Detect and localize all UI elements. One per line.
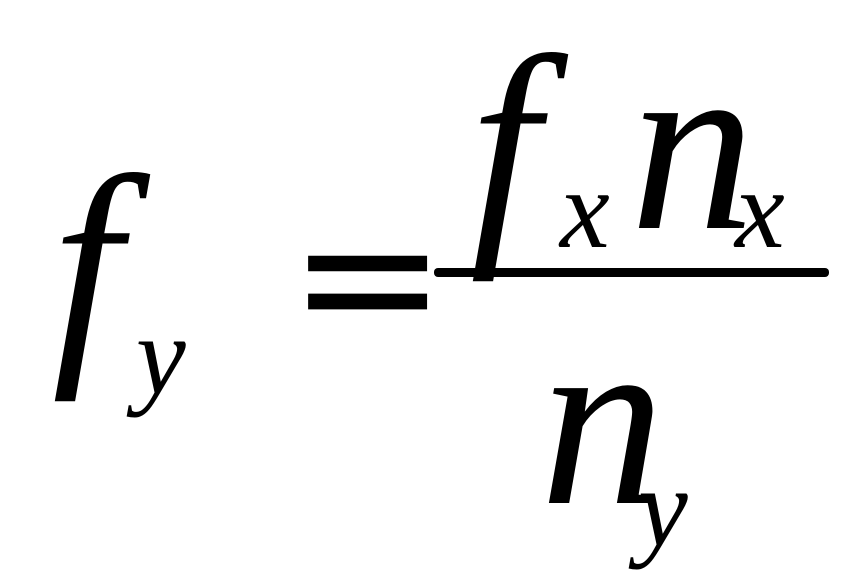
fraction-bar (434, 268, 829, 277)
numerator-f: f (470, 6, 540, 283)
denominator-n: n (540, 281, 665, 558)
denominator-n-subscript: y (638, 446, 688, 570)
numerator-f-subscript: x (560, 148, 610, 272)
lhs-base: f (52, 126, 122, 403)
lhs-subscript: y (136, 294, 186, 418)
numerator-n-subscript: x (735, 148, 785, 272)
equals-sign: = (288, 166, 448, 387)
numerator-n: n (630, 6, 755, 283)
